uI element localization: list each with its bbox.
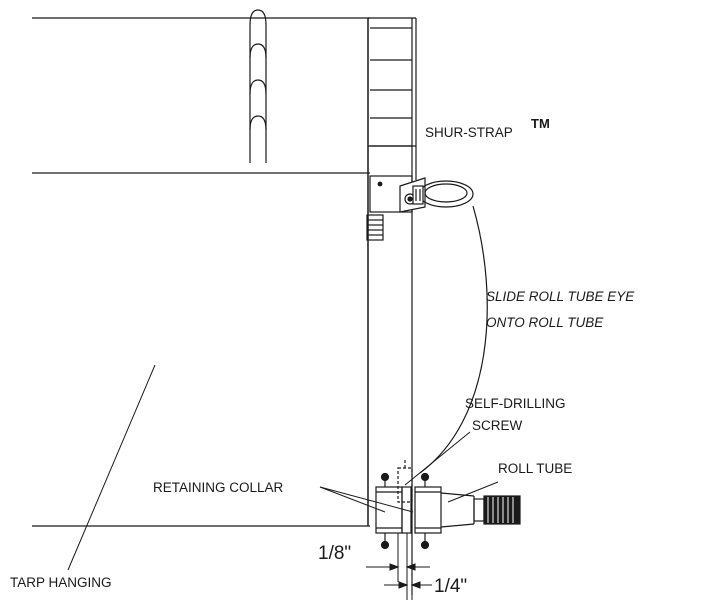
dimension-lines — [366, 533, 432, 600]
label-shur-strap: SHUR-STRAP — [425, 125, 513, 140]
label-trademark: TM — [531, 116, 550, 131]
leader-lines — [67, 364, 499, 571]
screws-top — [380, 472, 430, 487]
shur-strap-bracket — [369, 175, 474, 213]
label-slide-line1: SLIDE ROLL TUBE EYE — [486, 289, 635, 304]
rail-assembly — [368, 17, 417, 595]
self-drilling-screw — [397, 460, 413, 503]
label-slide-line2: ONTO ROLL TUBE — [486, 315, 604, 330]
slide-guide-arc — [419, 205, 488, 474]
label-dim-quarter: 1/4" — [434, 576, 467, 597]
label-self-drilling-2: SCREW — [472, 418, 523, 433]
stop-block — [366, 214, 384, 241]
label-tarp-hanging: TARP HANGING — [10, 575, 112, 590]
label-retaining-collar: RETAINING COLLAR — [153, 480, 284, 495]
label-self-drilling-1: SELF-DRILLING — [465, 396, 566, 411]
label-dim-eighth: 1/8" — [318, 543, 351, 564]
tarp-panel — [32, 17, 370, 527]
label-roll-tube: ROLL TUBE — [498, 461, 572, 476]
screws-bottom — [380, 533, 430, 550]
roll-tube-assembly — [375, 486, 521, 534]
tarp-hooks — [249, 9, 267, 163]
